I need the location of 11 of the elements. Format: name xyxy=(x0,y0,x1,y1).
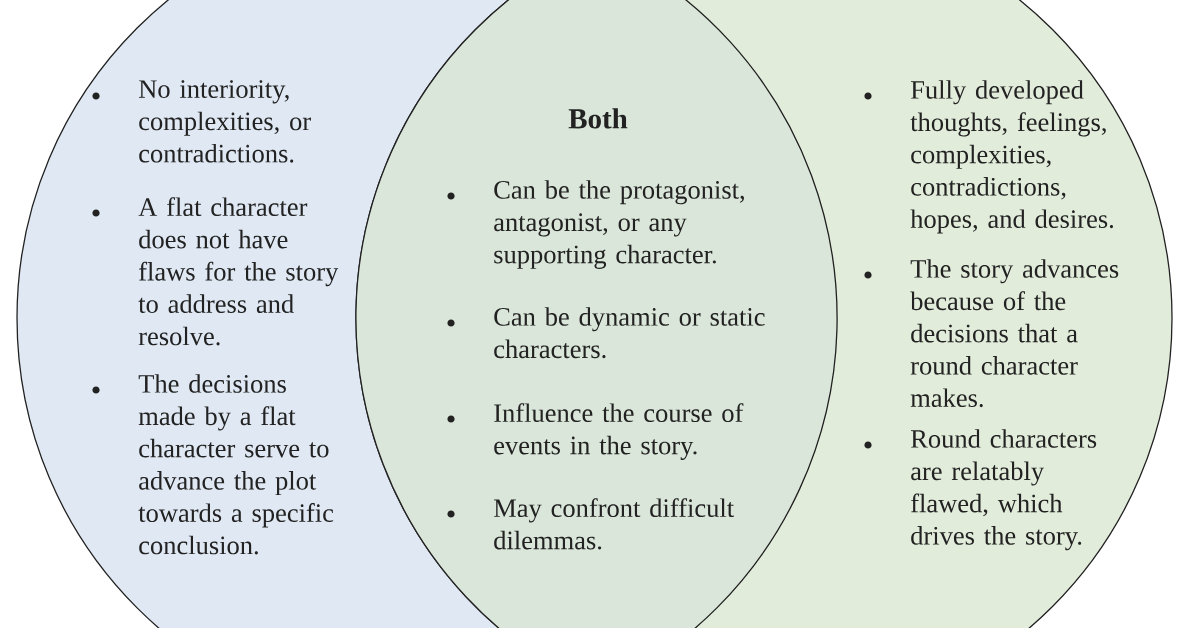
list-item: No interiority, complexities, or contradictions. xyxy=(139,80,311,163)
list-item: May confront difficult dilemmas. xyxy=(494,498,734,550)
list-item: The story advances because of the decisions that a round character makes. xyxy=(910,259,1119,408)
list-item: Influence the course of events in the story. xyxy=(494,403,744,460)
list-item: Can be dynamic or static characters. xyxy=(494,307,765,359)
list-item: Round characters are relatably flawed, which drives the story. xyxy=(910,429,1097,551)
list-item: A flat character does not have flaws for the story to address and resolve. xyxy=(138,197,339,346)
list-item: The decisions made by a flat character serve to advance the plot towards a specific conclusion. xyxy=(138,374,334,555)
heading: Both xyxy=(568,108,628,129)
list-item: Can be the protagonist, antagonist, or any supporting character. xyxy=(494,180,744,269)
list-item: Fully developed thoughts, feelings, complexities, contradictions, hopes, and desires. xyxy=(910,80,1114,234)
